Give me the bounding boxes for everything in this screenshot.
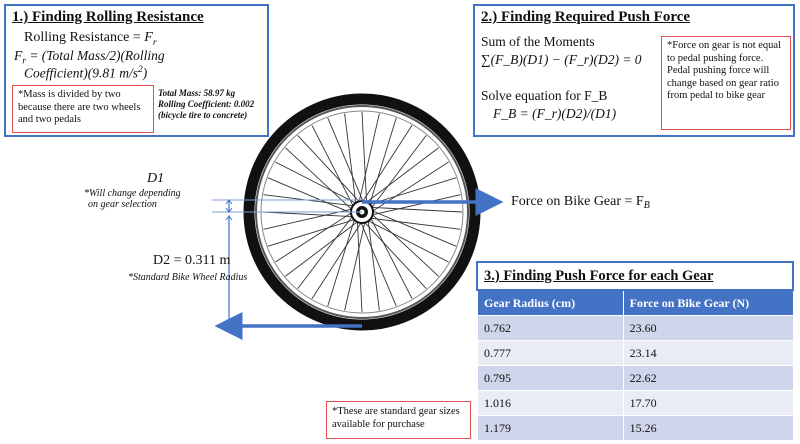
total-mass: Total Mass: 58.97 kg (158, 88, 236, 98)
header-gear-radius: Gear Radius (cm) (478, 291, 624, 316)
spoke (370, 209, 457, 247)
push-force-table-header-panel: 3.) Finding Push Force for each Gear (476, 261, 794, 291)
spoke (267, 177, 354, 215)
cell-radius: 1.016 (478, 390, 624, 416)
spoke (261, 211, 355, 218)
fr-symbol: F (144, 30, 153, 45)
solution-equation: F_B = (F_r)(D2)/(D1) (493, 106, 617, 121)
spoke (311, 125, 355, 208)
rolling-resistance-panel: 1.) Finding Rolling Resistance Rolling R… (4, 4, 269, 137)
d1-note-line1: *Will change depending (84, 188, 181, 199)
d2-label: D2 = 0.311 m (153, 253, 231, 268)
cell-force: 22.62 (623, 365, 795, 391)
gear-sizes-note: *These are standard gear sizes available… (326, 401, 471, 439)
force-label-sub: B (643, 200, 650, 211)
section2-title: 2.) Finding Required Push Force (481, 9, 691, 25)
cell-force: 15.26 (623, 415, 795, 440)
cell-force: 17.70 (623, 390, 795, 416)
sum-label: Sum of the Moments (481, 34, 595, 49)
fr-sub: r (152, 36, 157, 48)
rolling-resistance-line: Rolling Resistance = Fr (24, 30, 157, 48)
spoke (285, 220, 360, 277)
constants-block: Total Mass: 58.97 kg Rolling Coefficient… (158, 88, 266, 121)
moment-equation: ∑(F_B)(D1) − (F_r)(D2) = 0 (481, 52, 642, 67)
spoke (327, 117, 365, 204)
spoke (275, 161, 358, 205)
spoke (366, 219, 449, 263)
spoke (311, 220, 363, 299)
spoke (297, 214, 354, 289)
spoke (275, 211, 354, 263)
spoke (368, 217, 461, 230)
cell-radius: 0.762 (478, 315, 624, 341)
rolling-resistance-text: Rolling Resistance = (24, 30, 145, 45)
fr-formula-line1: Fr = (Total Mass/2)(Rolling (14, 48, 165, 67)
spoke (370, 135, 427, 210)
spoke (362, 220, 427, 289)
force-label: Force on Bike Gear = FB (511, 194, 650, 211)
spoke (267, 218, 357, 247)
fr-formula-line2: Coefficient)(9.81 m/s2) (24, 65, 147, 82)
spoke (367, 218, 380, 311)
rolling-coefficient: Rolling Coefficient: 0.002 (158, 99, 255, 109)
fr-sub-2: r (22, 56, 26, 67)
cell-radius: 0.777 (478, 340, 624, 366)
section1-title: 1.) Finding Rolling Resistance (12, 9, 204, 25)
spoke (370, 161, 449, 213)
spoke (364, 147, 439, 204)
solve-label: Solve equation for F_B (481, 88, 608, 103)
spokes (261, 111, 463, 313)
spoke (361, 125, 413, 204)
gear-force-note: *Force on gear is not equal to pedal pus… (661, 36, 791, 130)
push-force-panel: 2.) Finding Required Push Force Sum of t… (473, 4, 795, 137)
formula-line2: Coefficient)(9.81 m/s (24, 65, 138, 81)
formula-line2-end: ) (142, 65, 148, 81)
fr-symbol-2: F (14, 48, 23, 63)
d1-label: D1 (147, 171, 165, 186)
cell-radius: 1.179 (478, 415, 624, 440)
table-header-row: Gear Radius (cm) Force on Bike Gear (N) (478, 291, 795, 316)
spoke (327, 217, 356, 307)
cell-force: 23.60 (623, 315, 795, 341)
cell-radius: 0.795 (478, 365, 624, 391)
spoke (368, 117, 397, 207)
spoke (361, 111, 368, 205)
force-label-text: Force on Bike Gear = F (511, 194, 644, 209)
spoke (297, 135, 362, 204)
d1-note: *Will change depending on gear selection (84, 188, 181, 210)
spoke (344, 113, 357, 206)
cell-force: 23.14 (623, 340, 795, 366)
spoke (369, 216, 413, 299)
section3-title: 3.) Finding Push Force for each Gear (484, 268, 714, 284)
spoke (356, 219, 363, 313)
spoke (370, 194, 461, 216)
d1-note-line2: on gear selection (88, 199, 157, 210)
surface-note: (bicycle tire to concrete) (158, 110, 248, 120)
header-force: Force on Bike Gear (N) (623, 291, 795, 316)
spoke (369, 206, 463, 213)
mass-note: *Mass is divided by two because there ar… (12, 85, 154, 133)
gear-table: Gear Radius (cm) Force on Bike Gear (N) … (478, 291, 795, 440)
formula-line2-sup: 2 (137, 65, 143, 75)
spoke (359, 220, 397, 307)
spoke (344, 220, 366, 311)
spoke (370, 212, 439, 277)
d2-note: *Standard Bike Wheel Radius (128, 272, 248, 283)
spoke (358, 113, 380, 204)
formula-line1: = (Total Mass/2)(Rolling (25, 48, 165, 63)
